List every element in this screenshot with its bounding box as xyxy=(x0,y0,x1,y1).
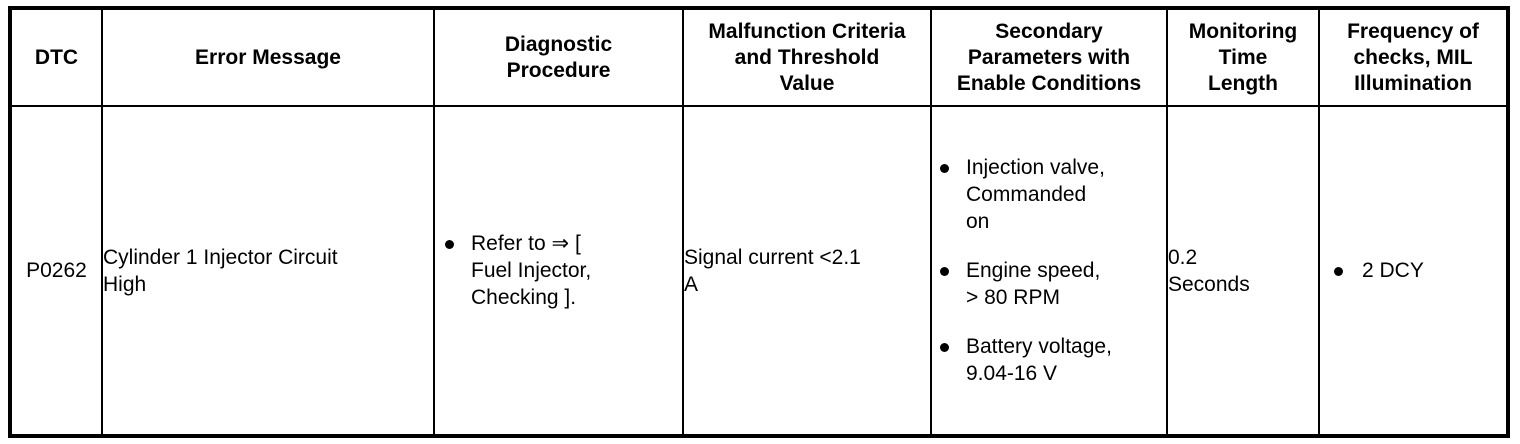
secondary-parameter-item-text: Engine speed, > 80 RPM xyxy=(966,259,1101,309)
cell-dtc-code: P0262 xyxy=(9,105,103,437)
cell-frequency-of-checks: 2 DCY xyxy=(1318,105,1509,437)
table-header: DTC Error Message Diagnostic Procedure M… xyxy=(9,7,1509,107)
malfunction-criteria-value: Signal current <2.1 A xyxy=(684,245,861,296)
column-header-malfunction-criteria: Malfunction Criteria and Threshold Value xyxy=(682,7,932,107)
column-header-dtc-label: DTC xyxy=(34,45,79,69)
bullet-dot-icon xyxy=(1334,267,1343,276)
column-header-frequency-of-checks: Frequency of checks, MIL Illumination xyxy=(1318,7,1509,107)
list-item: 2 DCY xyxy=(1320,257,1506,284)
dtc-code-value: P0262 xyxy=(26,259,87,282)
frequency-of-checks-list: 2 DCY xyxy=(1320,257,1506,284)
secondary-parameter-item-text: Battery voltage, 9.04-16 V xyxy=(966,335,1112,385)
bullet-dot-icon xyxy=(940,164,949,173)
list-item: Engine speed, > 80 RPM xyxy=(932,257,1166,311)
cell-malfunction-criteria: Signal current <2.1 A xyxy=(682,105,932,437)
column-header-secondary-parameters-label: Secondary Parameters with Enable Conditi… xyxy=(956,19,1142,95)
error-message-value: Cylinder 1 Injector Circuit High xyxy=(103,245,338,296)
column-header-error-message: Error Message xyxy=(101,7,435,107)
list-item: Refer to ⇒ [ Fuel Injector, Checking ]. xyxy=(435,230,682,311)
bullet-dot-icon xyxy=(940,343,949,352)
diagnostic-procedure-list: Refer to ⇒ [ Fuel Injector, Checking ]. xyxy=(435,230,682,311)
monitoring-time-length-value: 0.2 Seconds xyxy=(1168,245,1250,296)
list-item: Injection valve, Commanded on xyxy=(932,154,1166,235)
column-header-error-message-label: Error Message xyxy=(195,45,341,69)
cell-secondary-parameters: Injection valve, Commanded on Engine spe… xyxy=(930,105,1168,437)
column-header-monitoring-time-length: Monitoring Time Length xyxy=(1166,7,1320,107)
column-header-malfunction-criteria-label: Malfunction Criteria and Threshold Value xyxy=(708,19,906,95)
frequency-of-checks-item-text: 2 DCY xyxy=(1362,259,1424,282)
dtc-diagnostic-table: DTC Error Message Diagnostic Procedure M… xyxy=(8,6,1510,438)
cell-error-message: Cylinder 1 Injector Circuit High xyxy=(101,105,435,437)
secondary-parameter-item-text: Injection valve, Commanded on xyxy=(966,156,1105,233)
column-header-frequency-of-checks-label: Frequency of checks, MIL Illumination xyxy=(1347,19,1479,95)
column-header-dtc: DTC xyxy=(9,7,103,107)
column-header-diagnostic-procedure: Diagnostic Procedure xyxy=(433,7,684,107)
cell-diagnostic-procedure: Refer to ⇒ [ Fuel Injector, Checking ]. xyxy=(433,105,684,437)
cell-monitoring-time-length: 0.2 Seconds xyxy=(1166,105,1320,437)
table-row: P0262 Cylinder 1 Injector Circuit High R… xyxy=(9,105,1509,437)
bullet-dot-icon xyxy=(940,267,949,276)
column-header-diagnostic-procedure-label: Diagnostic Procedure xyxy=(504,32,613,82)
secondary-parameters-list: Injection valve, Commanded on Engine spe… xyxy=(932,154,1166,387)
column-header-monitoring-time-length-label: Monitoring Time Length xyxy=(1188,19,1298,95)
list-item: Battery voltage, 9.04-16 V xyxy=(932,333,1166,387)
table-body: P0262 Cylinder 1 Injector Circuit High R… xyxy=(9,105,1509,437)
diagnostic-procedure-item-text: Refer to ⇒ [ Fuel Injector, Checking ]. xyxy=(471,232,592,309)
table-header-row: DTC Error Message Diagnostic Procedure M… xyxy=(9,7,1509,107)
column-header-secondary-parameters: Secondary Parameters with Enable Conditi… xyxy=(930,7,1168,107)
bullet-dot-icon xyxy=(445,240,454,249)
